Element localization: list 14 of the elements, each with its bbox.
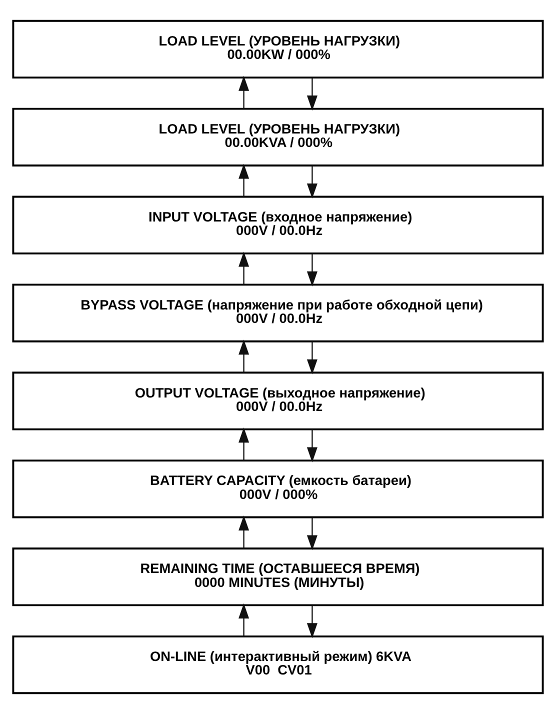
arrow (238, 164, 250, 197)
arrow (306, 166, 318, 199)
arrow (238, 515, 250, 548)
arrow (238, 252, 250, 285)
arrow (306, 429, 318, 462)
arrow (238, 428, 250, 461)
arrow (306, 341, 318, 374)
arrow (306, 517, 318, 550)
arrow (238, 603, 250, 636)
arrow (238, 340, 250, 373)
arrow (306, 605, 318, 638)
arrow (306, 253, 318, 286)
arrow (306, 78, 318, 111)
arrow (238, 76, 250, 109)
